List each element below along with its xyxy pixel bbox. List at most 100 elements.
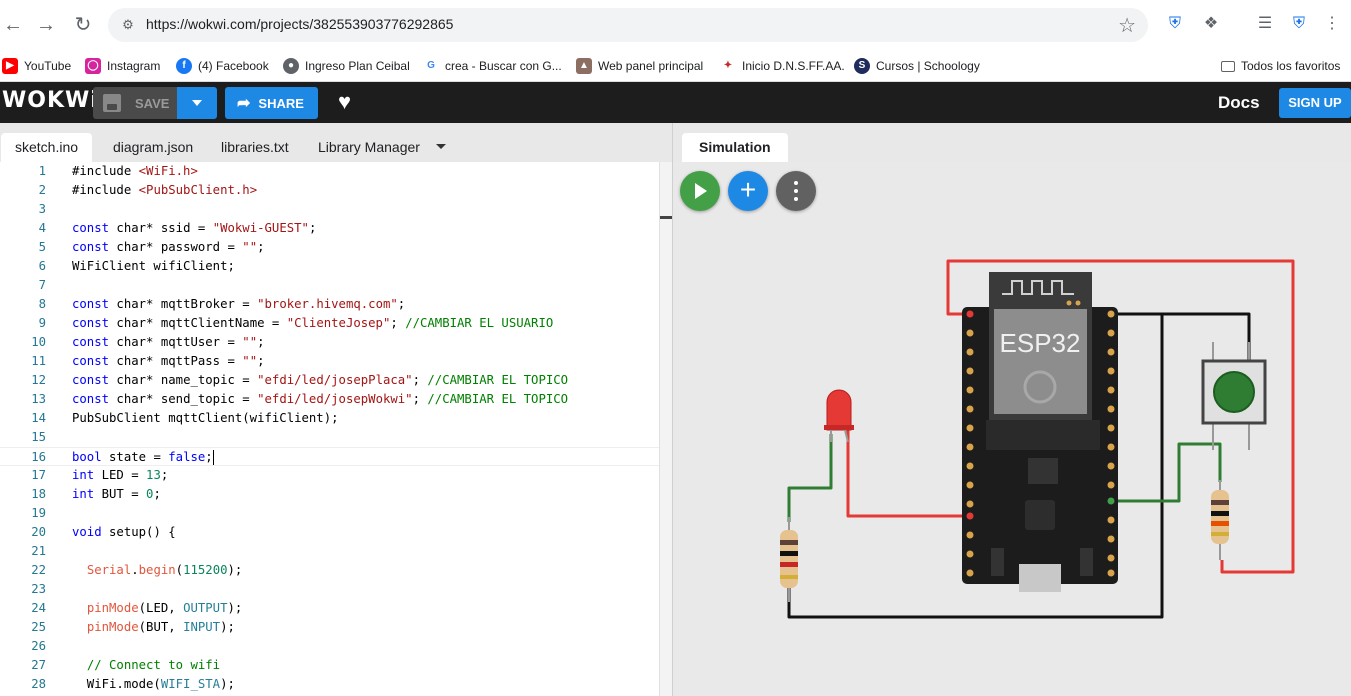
site-settings-icon[interactable]: ⚙: [122, 17, 134, 32]
bookmark-facebook[interactable]: f (4) Facebook: [176, 54, 269, 78]
simulation-canvas[interactable]: + ESP32: [673, 162, 1351, 696]
code-line[interactable]: 24 pinMode(LED, OUTPUT);: [0, 599, 659, 618]
tab-library-manager[interactable]: Library Manager: [318, 139, 420, 155]
code-editor[interactable]: 1#include <WiFi.h>2#include <PubSubClien…: [0, 162, 659, 696]
media-queue-icon[interactable]: ☰: [1257, 15, 1273, 32]
bookmark-youtube[interactable]: ▶ YouTube: [2, 54, 71, 78]
code-line[interactable]: 19: [0, 504, 659, 523]
code-text[interactable]: const char* mqttBroker = "broker.hivemq.…: [72, 297, 406, 311]
scrollbar-thumb[interactable]: [660, 216, 672, 219]
code-line[interactable]: 27 // Connect to wifi: [0, 656, 659, 675]
code-text[interactable]: const char* mqttUser = "";: [72, 335, 265, 349]
back-arrow-icon[interactable]: ←: [3, 14, 23, 36]
sign-up-button[interactable]: SIGN UP: [1279, 88, 1351, 118]
code-line[interactable]: 26: [0, 637, 659, 656]
bookmark-plan-ceibal[interactable]: ● Ingreso Plan Ceibal: [283, 54, 410, 78]
bookmark-star-icon[interactable]: ☆: [1118, 15, 1136, 37]
tab-diagram-json[interactable]: diagram.json: [113, 139, 194, 155]
code-text[interactable]: WiFi.mode(WIFI_STA);: [72, 677, 235, 691]
code-text[interactable]: const char* mqttPass = "";: [72, 354, 265, 368]
tab-simulation[interactable]: Simulation: [682, 133, 788, 162]
url-text[interactable]: https://wokwi.com/projects/3825539037762…: [146, 16, 454, 32]
wire-green-led[interactable]: [787, 434, 833, 522]
wire-red-led[interactable]: [841, 425, 968, 518]
code-line[interactable]: 21: [0, 542, 659, 561]
code-text[interactable]: PubSubClient mqttClient(wifiClient);: [72, 411, 339, 425]
extensions-puzzle-icon[interactable]: ❖: [1203, 15, 1219, 32]
esp32-board[interactable]: ESP32: [962, 272, 1118, 592]
browser-menu-icon[interactable]: ⋮: [1324, 15, 1340, 32]
code-text[interactable]: void setup() {: [72, 525, 176, 539]
code-line[interactable]: 22 Serial.begin(115200);: [0, 561, 659, 580]
bookmark-instagram[interactable]: ◯ Instagram: [85, 54, 160, 78]
code-line[interactable]: 28 WiFi.mode(WIFI_STA);: [0, 675, 659, 694]
wokwi-logo[interactable]: WOKWi: [2, 88, 99, 113]
tab-sketch-ino[interactable]: sketch.ino: [1, 133, 93, 162]
code-text[interactable]: WiFiClient wifiClient;: [72, 259, 235, 273]
reload-icon[interactable]: ↻: [74, 14, 92, 36]
push-button[interactable]: [1201, 342, 1267, 450]
code-text[interactable]: bool state = false;: [72, 450, 214, 465]
bookmark-dnsffaa[interactable]: ✦ Inicio D.N.S.FF.AA.: [720, 54, 845, 78]
code-line[interactable]: 1#include <WiFi.h>: [0, 162, 659, 181]
password-shield-icon[interactable]: ⛨: [1168, 15, 1181, 32]
code-text[interactable]: const char* password = "";: [72, 240, 265, 254]
wire-black-gnd[interactable]: [1111, 312, 1251, 362]
code-text[interactable]: int BUT = 0;: [72, 487, 161, 501]
code-text[interactable]: const char* send_topic = "efdi/led/josep…: [72, 392, 569, 406]
wire-red-top[interactable]: [946, 259, 1295, 574]
code-text[interactable]: const char* mqttClientName = "ClienteJos…: [72, 316, 554, 330]
code-text[interactable]: int LED = 13;: [72, 468, 169, 482]
red-led[interactable]: [824, 389, 854, 443]
code-line[interactable]: 15: [0, 428, 659, 447]
code-text[interactable]: const char* ssid = "Wokwi-GUEST";: [72, 221, 317, 235]
address-bar[interactable]: ⚙ https://wokwi.com/projects/38255390377…: [108, 8, 1148, 42]
start-simulation-button[interactable]: [680, 171, 720, 211]
docs-link[interactable]: Docs: [1218, 93, 1260, 112]
forward-arrow-icon[interactable]: →: [36, 14, 56, 36]
code-text[interactable]: pinMode(BUT, INPUT);: [86, 620, 235, 634]
code-text[interactable]: #include <PubSubClient.h>: [72, 183, 258, 197]
code-text[interactable]: // Connect to wifi: [86, 658, 221, 672]
add-part-button[interactable]: +: [728, 171, 768, 211]
security-shield-icon[interactable]: ⛨: [1292, 15, 1305, 32]
all-bookmarks-folder[interactable]: Todos los favoritos: [1221, 54, 1340, 78]
code-text[interactable]: pinMode(LED, OUTPUT);: [86, 601, 243, 615]
wire-black-bottom[interactable]: [787, 312, 1164, 619]
wire-green-button[interactable]: [1111, 442, 1222, 503]
led-resistor[interactable]: [780, 517, 798, 602]
share-button[interactable]: ➦ SHARE: [225, 87, 318, 119]
code-text[interactable]: const char* name_topic = "efdi/led/josep…: [72, 373, 569, 387]
code-line[interactable]: 7: [0, 276, 659, 295]
code-text[interactable]: #include <WiFi.h>: [72, 164, 198, 178]
more-options-button[interactable]: [776, 171, 816, 211]
bookmark-web-panel[interactable]: ▲ Web panel principal: [576, 54, 703, 78]
save-options-dropdown[interactable]: [177, 87, 217, 119]
save-button[interactable]: SAVE: [93, 87, 177, 119]
code-text[interactable]: Serial.begin(115200);: [86, 563, 243, 577]
button-cap[interactable]: [1213, 371, 1255, 413]
code-line[interactable]: 2#include <PubSubClient.h>: [0, 181, 659, 200]
button-resistor[interactable]: [1211, 480, 1229, 560]
code-line[interactable]: 3: [0, 200, 659, 219]
bookmark-schoology[interactable]: S Cursos | Schoology: [854, 54, 980, 78]
bookmark-crea[interactable]: G crea - Buscar con G...: [423, 54, 562, 78]
like-heart-icon[interactable]: ♥: [338, 89, 352, 114]
tabs-dropdown-icon[interactable]: [436, 144, 446, 149]
code-line[interactable]: 25 pinMode(BUT, INPUT);: [0, 618, 659, 637]
code-line[interactable]: 23: [0, 580, 659, 599]
panel-divider[interactable]: [672, 123, 673, 696]
